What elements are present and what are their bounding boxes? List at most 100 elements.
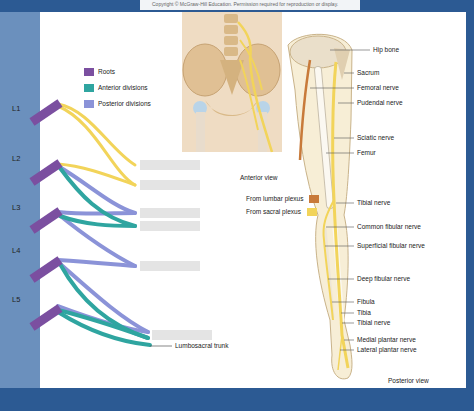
femur [196, 112, 205, 152]
part-label: Superficial fibular nerve [357, 242, 425, 250]
spinal-level: L2 [12, 154, 20, 163]
legend-swatch [84, 68, 94, 76]
vertebra [224, 36, 238, 45]
leader-line [332, 302, 354, 303]
spinal-level: L4 [12, 246, 20, 255]
posterior-division [58, 212, 135, 214]
femur [318, 70, 330, 205]
spinal-level: L1 [12, 104, 20, 113]
leader-line [328, 279, 354, 280]
part-label: Medial plantar nerve [357, 336, 416, 344]
nerve [238, 22, 272, 152]
leader-line [150, 346, 172, 347]
legend-text: From lumbar plexus [246, 195, 303, 203]
legend-entry: From sacral plexus [246, 208, 317, 216]
legend-text: From sacral plexus [246, 208, 301, 216]
leader-line [338, 103, 354, 104]
leader-line [344, 340, 354, 341]
part-label: Hip bone [373, 46, 399, 54]
part-label: Pudendal nerve [357, 99, 403, 107]
legend-swatch [307, 208, 317, 216]
plantar-nerve [338, 335, 342, 370]
leader-line [340, 350, 354, 351]
leader-line [326, 153, 354, 154]
leg-outline [288, 34, 352, 379]
posterior-division [58, 260, 135, 266]
skin-ground [182, 12, 282, 152]
leader-line [344, 73, 354, 74]
legend-text: Anterior divisions [98, 84, 148, 92]
legend-swatch [309, 195, 319, 203]
part-label: Femoral nerve [357, 84, 399, 92]
legend-entry: Anterior divisions [84, 84, 148, 92]
blank-box [140, 208, 200, 218]
legend-swatch [84, 100, 94, 108]
anterior-division [60, 216, 135, 226]
plexus-drawing [58, 104, 150, 345]
view-caption: Posterior view [388, 377, 429, 385]
root [32, 103, 60, 122]
legend-text: Posterior divisions [98, 100, 151, 108]
blank-box [140, 261, 200, 271]
part-label: Lateral plantar nerve [357, 346, 417, 354]
screen-side [0, 12, 40, 388]
root [32, 163, 60, 182]
blank-box [152, 330, 212, 340]
root [32, 211, 60, 230]
legend-text: Roots [98, 68, 115, 76]
part-label: Tibial nerve [357, 319, 390, 327]
ilium [183, 44, 227, 96]
leader-line [330, 50, 370, 51]
leg-illustration [288, 34, 352, 379]
femoral-nerve [300, 60, 310, 160]
part-label: Sciatic nerve [357, 134, 394, 142]
pubis [205, 100, 258, 116]
white-panel [40, 12, 466, 388]
anterior-division [58, 312, 150, 345]
leader-line [310, 88, 354, 89]
part-label: Tibia [357, 309, 371, 317]
leader-line [326, 227, 354, 228]
sciatic-tibial-nerve [333, 62, 348, 368]
vertebra [224, 47, 238, 56]
part-label: Lumbosacral trunk [175, 342, 228, 350]
blank-box [140, 160, 200, 170]
femur [318, 70, 330, 205]
part-label: Tibial nerve [357, 199, 390, 207]
blank-label-boxes [140, 160, 212, 340]
root [32, 308, 60, 327]
spinal-level: L5 [12, 295, 20, 304]
vertebra [224, 25, 238, 34]
copyright-strip [140, 0, 360, 10]
legend-entry: From lumbar plexus [246, 195, 319, 203]
copyright-note: Copyright © McGraw-Hill Education. Permi… [152, 1, 338, 8]
root [32, 260, 60, 279]
part-label: Femur [357, 149, 376, 157]
nerve [240, 60, 258, 130]
leader-line [341, 313, 354, 314]
part-label: Deep fibular nerve [357, 275, 410, 283]
sacrum [220, 60, 244, 95]
leader-line [342, 323, 354, 324]
part-label: Sacrum [357, 69, 379, 77]
leader-line [325, 246, 354, 247]
blank-box [140, 221, 200, 231]
blank-box [140, 180, 200, 190]
roots [32, 103, 60, 327]
pelvis-illustration [182, 12, 282, 152]
part-label: Fibula [357, 298, 375, 306]
anterior-division [60, 168, 135, 226]
legend-entry: Posterior divisions [84, 100, 151, 108]
anterior-division [60, 264, 148, 338]
spinal-level: L3 [12, 203, 20, 212]
legend-entry: Roots [84, 68, 115, 76]
view-caption: Anterior view [240, 174, 278, 182]
part-label: Common fibular nerve [357, 223, 421, 231]
leader-line [336, 203, 354, 204]
nerve [240, 40, 262, 90]
vertebra [224, 14, 238, 23]
leader-line [334, 138, 354, 139]
legend-swatch [84, 84, 94, 92]
